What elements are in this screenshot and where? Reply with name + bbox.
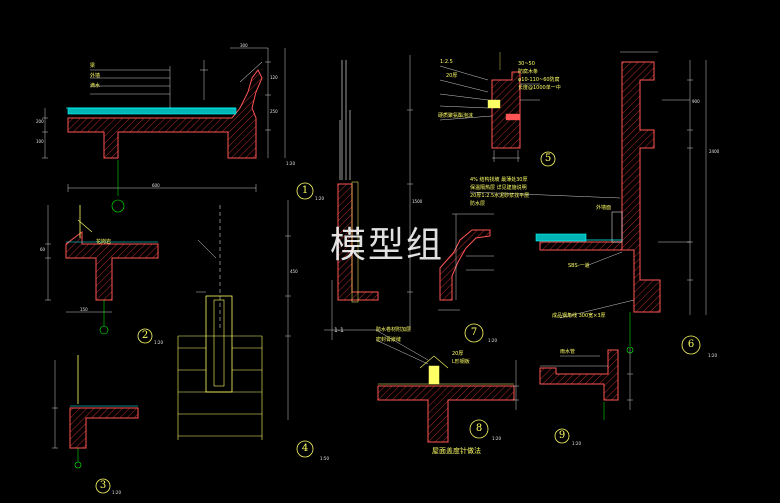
- dimension-4: 200: [36, 119, 44, 124]
- dimension-9: 900: [692, 99, 700, 104]
- detail-number-8: 8: [475, 423, 483, 434]
- note-misc-4: 花岗岩: [96, 239, 112, 245]
- section-marker: 1-1: [334, 327, 344, 334]
- detail-9-drawing: [539, 348, 633, 420]
- detail-7-scale: 1:20: [488, 338, 497, 343]
- dimension-7: 150: [80, 307, 88, 312]
- detail-number-7: 7: [470, 327, 478, 338]
- note-d6-1: 保温隔热层 详见建施说明: [470, 185, 527, 191]
- note-d8-0: 防水卷材附加层: [376, 327, 412, 333]
- note-d6-3: 防水层: [470, 201, 486, 207]
- detail-number-4: 4: [301, 443, 309, 454]
- note-d6-2: 20厚1:2.5水泥砂浆找平层: [470, 193, 530, 199]
- note-d5-5: 20厚: [446, 73, 458, 79]
- note-d5-2: 防腐木条: [518, 69, 539, 75]
- note-d8-1: 密封膏嵌缝: [376, 337, 402, 343]
- dimension-6: 60: [40, 247, 46, 252]
- detail-number-6: 6: [687, 339, 695, 350]
- note-misc-1: 外墙: [90, 73, 101, 79]
- note-d5-3: φ10-110~60防腐: [518, 77, 560, 83]
- dimension-1: 300: [240, 43, 248, 48]
- detail-5-drawing: [439, 52, 540, 162]
- detail-3-drawing: [52, 355, 139, 469]
- note-misc-3: 雨水管: [560, 349, 576, 355]
- detail-number-9: 9: [558, 430, 566, 441]
- detail-6-scale: 1:20: [708, 353, 717, 358]
- detail-4-scale: 1:50: [320, 456, 329, 461]
- note-d6-6: 成品钢角线 300宽×3厚: [552, 313, 606, 319]
- detail-6-drawing: [469, 51, 707, 354]
- note-d5-4: 长度@1000单一中: [518, 85, 561, 91]
- detail-3-scale: 1:20: [112, 490, 121, 495]
- dimension-2: 120: [270, 75, 278, 80]
- watermark-text: 模型组: [330, 225, 445, 266]
- detail-8-scale: 1:20: [492, 436, 501, 441]
- detail-1-scale: 1:20: [315, 196, 324, 201]
- detail-number-5: 5: [544, 153, 552, 164]
- dimension-3: 250: [270, 109, 278, 114]
- section-title: 屋面盖度针做法: [432, 447, 481, 455]
- dimension-5: 100: [36, 139, 44, 144]
- detail-1-drawing: [42, 47, 286, 213]
- section-1-1-drawing: [324, 55, 413, 340]
- detail-callout-circles: [95, 151, 701, 494]
- note-d5-0: 1:2.5: [440, 59, 453, 65]
- note-d8-2: 20厚: [452, 351, 464, 357]
- detail-4-drawing: [177, 200, 291, 440]
- note-d5-6: 硬质聚氨酯泡沫: [438, 113, 474, 119]
- note-d8-3: L形钢板: [452, 359, 470, 365]
- note-d6-0: 4% 结构找坡 最薄处30厚: [470, 177, 528, 183]
- note-misc-0: 梁: [90, 63, 96, 69]
- dimension-8: 2400: [709, 149, 720, 154]
- note-d5-1: 30~50: [518, 61, 535, 67]
- note-misc-2: 滴水: [90, 83, 101, 89]
- detail-number-2: 2: [141, 330, 149, 341]
- note-misc-5: 1:20: [286, 161, 295, 166]
- detail-8-drawing: [375, 329, 519, 443]
- detail-7-drawing: [438, 213, 494, 311]
- detail-2-scale: 1:20: [154, 340, 163, 345]
- note-d6-4: 外墙面: [596, 205, 612, 211]
- dimension-11: 450: [290, 269, 298, 274]
- detail-number-3: 3: [99, 480, 107, 491]
- detail-2-drawing: [45, 205, 159, 335]
- dimension-0: 600: [152, 183, 160, 188]
- note-d6-5: SBS-一道: [568, 263, 590, 269]
- detail-9-scale: 1:20: [572, 441, 581, 446]
- detail-number-1: 1: [301, 185, 309, 196]
- dimension-10: 1500: [412, 199, 423, 204]
